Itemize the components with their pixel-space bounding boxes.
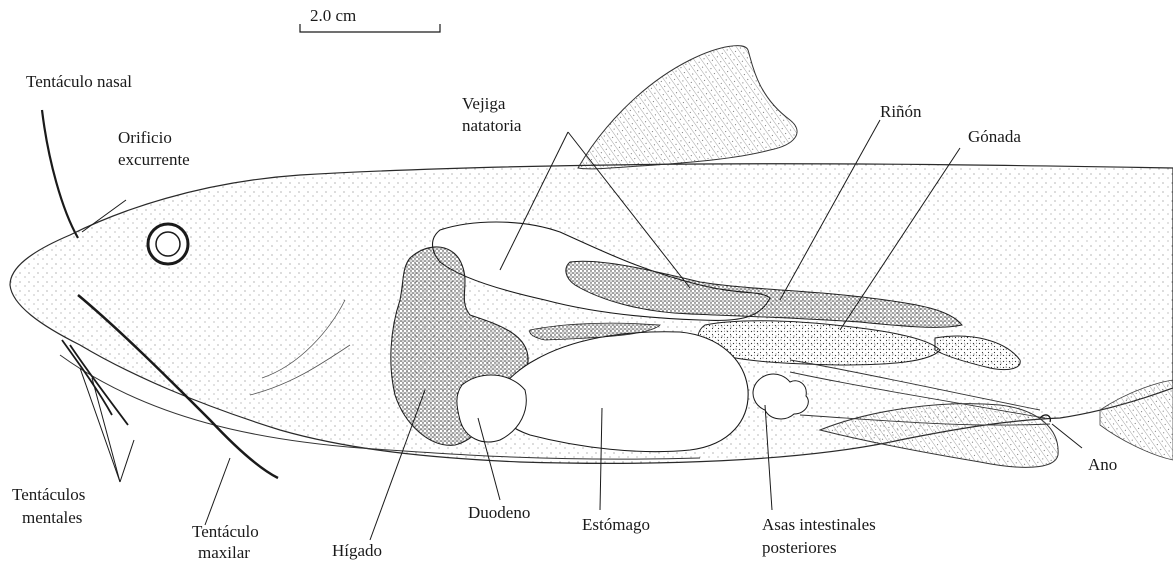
- dorsal-fin: [578, 46, 797, 169]
- label-asas-intestinales: Asas intestinales: [762, 515, 876, 535]
- label-rinon: Riñón: [880, 102, 922, 122]
- label-duodeno: Duodeno: [468, 503, 530, 523]
- label-tentaculo: Tentáculo: [192, 522, 259, 542]
- label-mentales: mentales: [22, 508, 82, 528]
- label-tentaculo-nasal: Tentáculo nasal: [26, 72, 132, 92]
- scale-bar-label: 2.0 cm: [310, 6, 356, 26]
- eye: [148, 224, 188, 264]
- label-estomago: Estómago: [582, 515, 650, 535]
- nasal-barbel: [42, 110, 78, 238]
- label-maxilar: maxilar: [198, 543, 250, 563]
- label-higado: Hígado: [332, 541, 382, 561]
- label-excurrente: excurrente: [118, 150, 190, 170]
- label-tentaculos: Tentáculos: [12, 485, 85, 505]
- label-ano: Ano: [1088, 455, 1117, 475]
- label-posteriores: posteriores: [762, 538, 837, 558]
- label-gonada: Gónada: [968, 127, 1021, 147]
- label-natatoria: natatoria: [462, 116, 521, 136]
- label-orificio: Orificio: [118, 128, 172, 148]
- label-vejiga: Vejiga: [462, 94, 505, 114]
